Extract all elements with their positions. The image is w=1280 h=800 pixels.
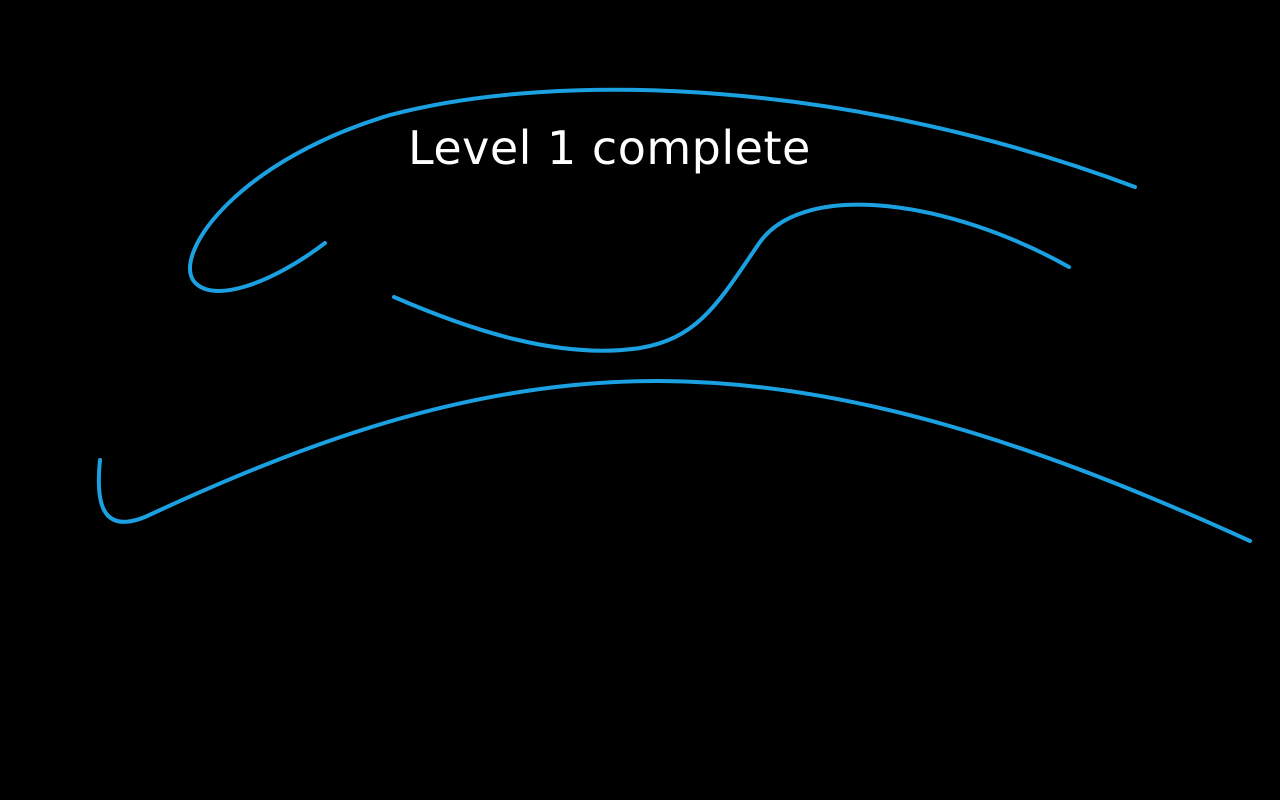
level-complete-message: Level 1 complete [408,121,811,175]
track-line-bottom [96,378,1252,543]
track-line-top [188,87,1137,293]
track-line-middle [392,202,1071,353]
